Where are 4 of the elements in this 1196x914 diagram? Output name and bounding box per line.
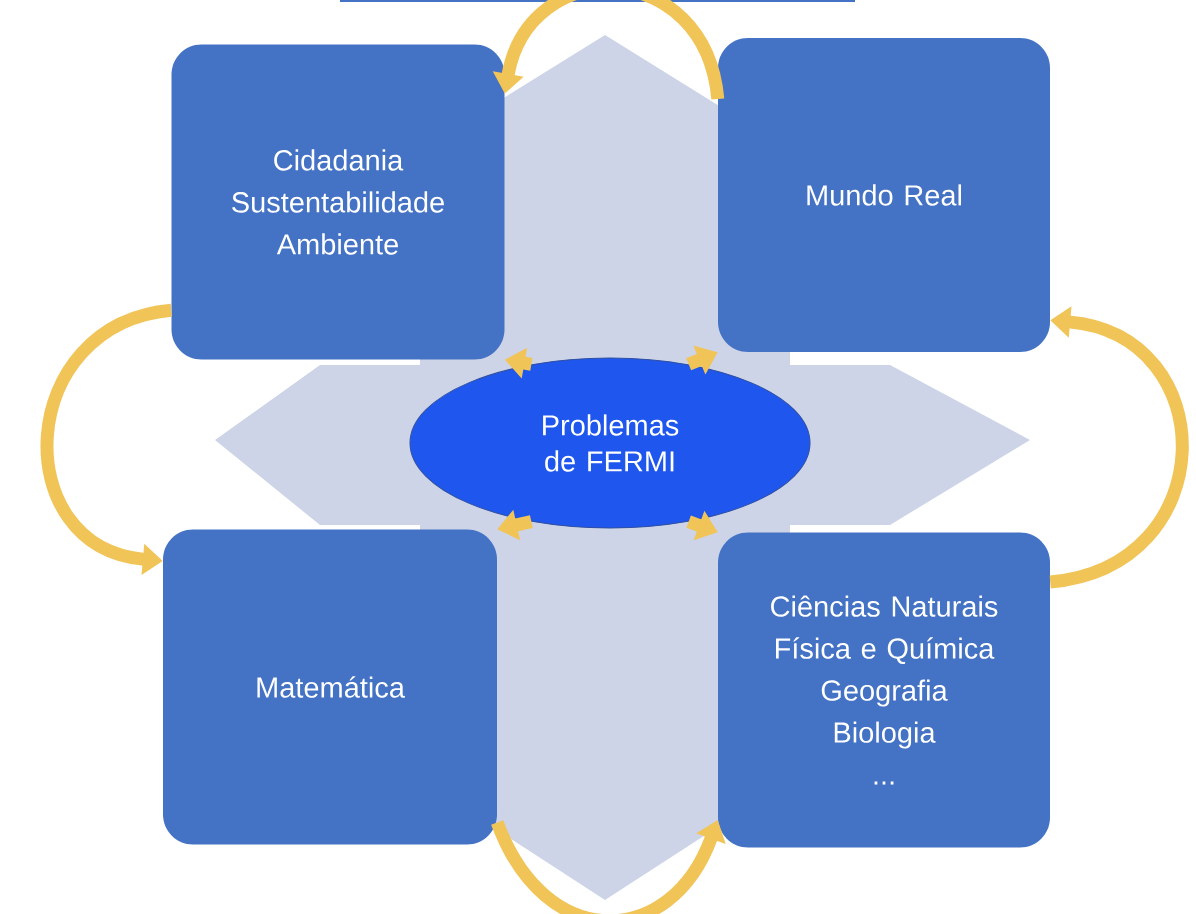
topic-box: Cidadania Sustentabilidade Ambiente bbox=[171, 44, 505, 360]
topic-box: Matemática bbox=[163, 529, 497, 845]
topic-box: Mundo Real bbox=[718, 38, 1050, 352]
topic-box: Ciências Naturais Física e Química Geografia Biologia ... bbox=[718, 532, 1050, 848]
